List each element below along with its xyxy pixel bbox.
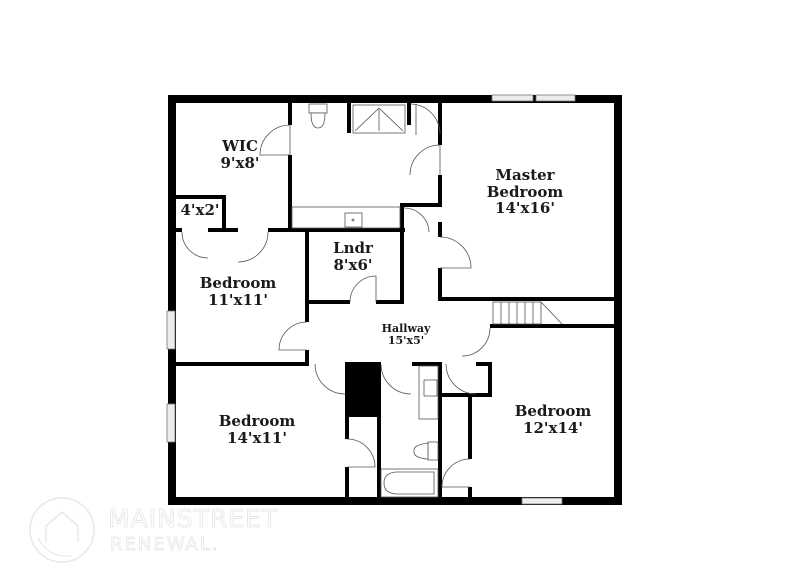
room-label-master-bedroom: Master Bedroom 14'x16' [487, 167, 564, 217]
window-left-1 [166, 310, 176, 350]
sink-icon [344, 212, 363, 228]
room-name: Lndr [333, 239, 373, 257]
door-wic [259, 124, 291, 156]
door-se-closet [441, 458, 471, 488]
room-dims: 15'x5' [387, 334, 425, 348]
room-dims: 11'x11' [208, 290, 268, 309]
door-bath-closet [410, 103, 441, 135]
room-dims: 4'x2' [180, 201, 220, 219]
door-bedroom-se [445, 363, 477, 395]
door-bedroom-nw-hall [278, 321, 308, 351]
room-label-bedroom-nw: Bedroom 11'x11' [200, 275, 277, 308]
room-dims: 14'x11' [227, 428, 287, 447]
hall-toilet-icon [413, 441, 439, 461]
fixtures [291, 103, 563, 498]
interior-walls [176, 103, 614, 499]
room-label-wic: WIC 9'x8' [220, 138, 259, 171]
room-label-hallway: Hallway 15'x5' [381, 322, 431, 348]
door-laundry [349, 275, 377, 303]
window-top-1 [491, 94, 534, 102]
room-name: Bedroom [218, 412, 296, 430]
brand-subname: RENEWAL. [110, 534, 220, 556]
watermark-logo: MAINSTREET RENEWAL. [26, 494, 316, 574]
door-hall-closet [380, 363, 412, 395]
room-dims: 9'x8' [220, 153, 260, 172]
windows [166, 94, 576, 505]
bathtub-icon [380, 468, 439, 498]
window-left-2 [166, 403, 176, 443]
doors [181, 103, 491, 488]
stairs-icon [492, 301, 563, 325]
window-top-2 [535, 94, 576, 102]
room-name-line2: Bedroom [486, 182, 564, 201]
house-arrow-circle-icon [29, 497, 95, 563]
shower-icon [352, 104, 406, 134]
closet-dark [345, 362, 381, 417]
room-dims: 8'x6' [333, 255, 373, 274]
room-dims: 14'x16' [495, 199, 555, 217]
door-bedroom-nw-1 [181, 231, 209, 259]
room-name: Bedroom [514, 402, 592, 420]
door-bedroom-nw-2 [237, 231, 269, 263]
room-label-laundry: Lndr 8'x6' [333, 240, 373, 273]
door-bedroom-sw [314, 363, 346, 395]
outer-walls [168, 95, 622, 505]
room-dims: 12'x14' [523, 418, 583, 437]
toilet-icon [308, 103, 328, 129]
room-name: WIC [222, 137, 258, 155]
room-label-bedroom-se: Bedroom 12'x14' [515, 403, 592, 436]
room-label-closet: 4'x2' [180, 202, 219, 219]
room-label-bedroom-sw: Bedroom 14'x11' [219, 413, 296, 446]
room-name-line1: Master [495, 166, 555, 184]
brand-name: MAINSTREET [108, 504, 279, 534]
door-linen [403, 207, 430, 233]
room-name: Hallway [381, 322, 431, 335]
window-bottom [521, 497, 563, 505]
door-master [439, 236, 472, 269]
room-name: Bedroom [199, 274, 277, 292]
door-stairs [461, 327, 491, 357]
hall-sink-icon [423, 379, 438, 397]
door-master-bath [409, 144, 441, 176]
door-sw-closet [346, 438, 376, 468]
